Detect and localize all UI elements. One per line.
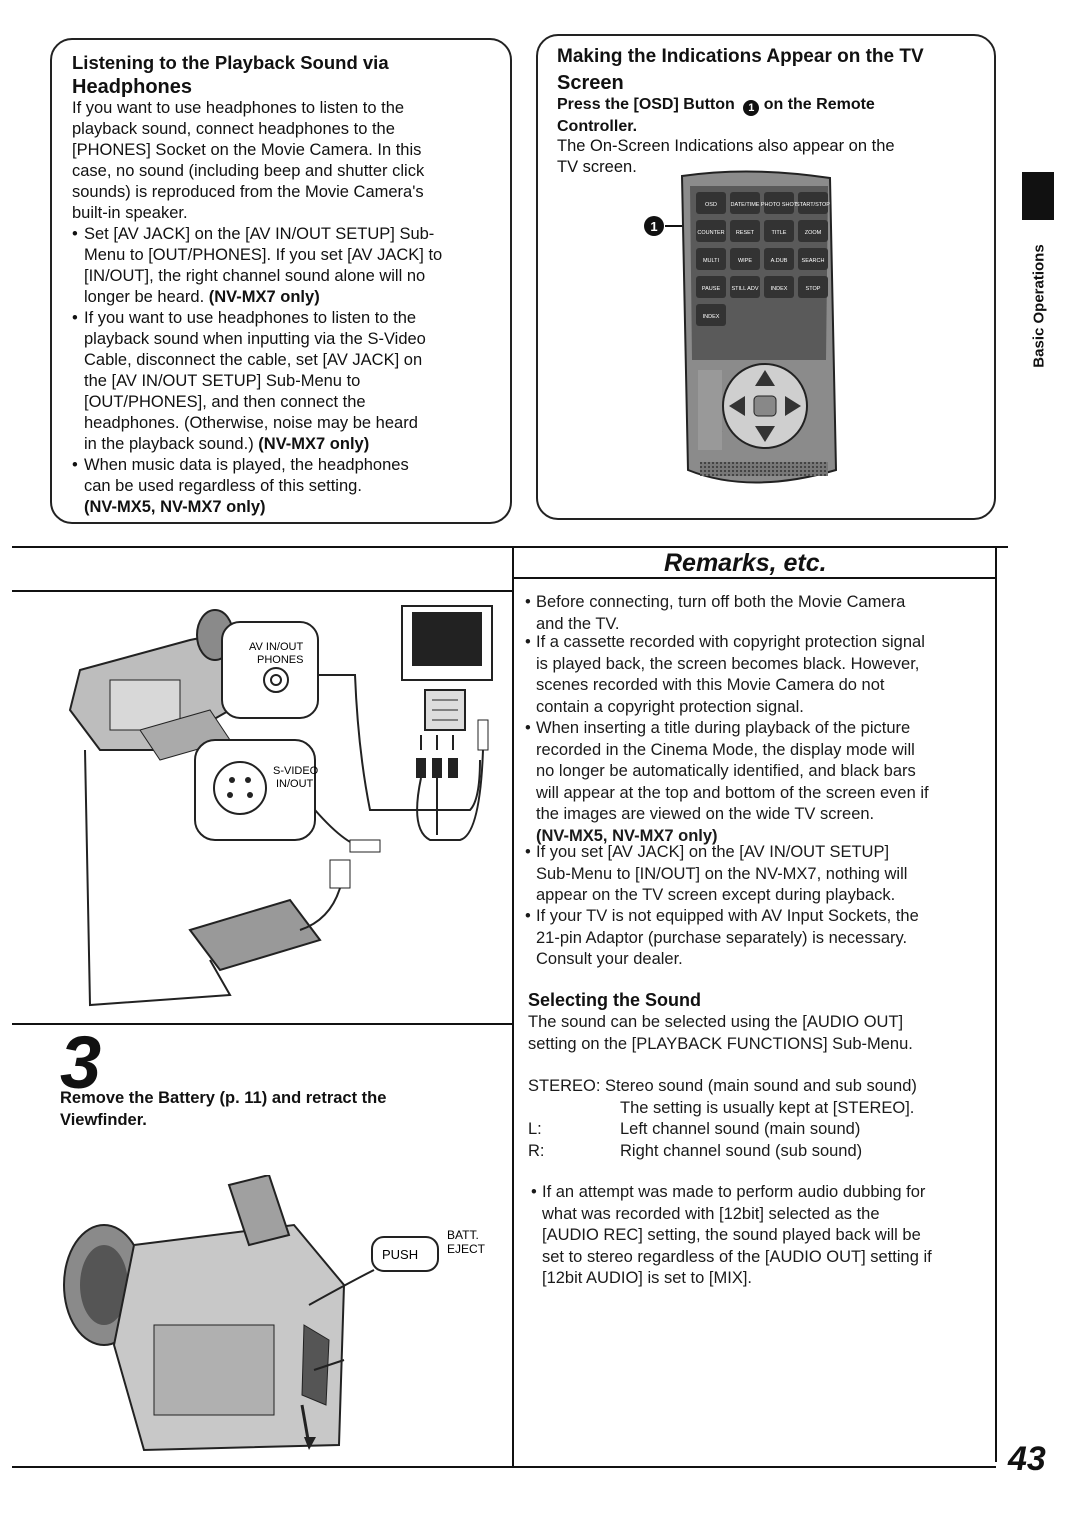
remote-key — [696, 276, 726, 298]
divider-bottom — [12, 1466, 996, 1468]
remote-key — [798, 220, 828, 242]
remote-key — [696, 220, 726, 242]
headphones-bullet-2: • If you want to use headphones to liste… — [72, 309, 426, 453]
section-side-label: Basic Operations — [1030, 244, 1048, 368]
remote-key — [798, 192, 828, 214]
remote-key-label: WIPE — [738, 258, 752, 264]
remark-6: •If an attempt was made to perform audio… — [531, 1183, 932, 1287]
selecting-sound-title: Selecting the Sound — [528, 990, 702, 1010]
battery-removal-illustration: PUSH BATT. EJECT — [63, 1175, 486, 1452]
remote-key-label: OSD — [705, 202, 717, 208]
remote-key — [798, 248, 828, 270]
divider-right — [995, 546, 997, 1462]
remote-key — [730, 276, 760, 298]
remark-3: •When inserting a title during playback … — [525, 719, 929, 845]
av-label-1: AV IN/OUT — [249, 641, 303, 653]
remote-key-label: COUNTER — [697, 230, 724, 236]
divider-step — [12, 1023, 512, 1025]
s-video-callout — [194, 739, 316, 841]
osd-section — [536, 34, 996, 520]
remote-key-label: DATE/TIME — [731, 202, 760, 208]
remote-key-label: PAUSE — [702, 286, 721, 292]
remote-key — [730, 192, 760, 214]
remote-key — [696, 304, 726, 326]
sv-label-1: S-VIDEO — [273, 765, 319, 777]
remote-key — [798, 276, 828, 298]
headphones-bullet-1: • Set [AV JACK] on the [AV IN/OUT SETUP]… — [72, 225, 443, 306]
headphones-title-2: Headphones — [72, 76, 193, 98]
remote-key — [764, 220, 794, 242]
remote-key-label: PHOTO SHOT — [761, 202, 798, 208]
remarks-underline — [512, 577, 996, 579]
av-label-2: PHONES — [257, 654, 303, 666]
osd-title-2: Screen — [557, 72, 624, 94]
remote-key-label: MULTI — [703, 258, 720, 264]
remote-key-label: RESET — [736, 230, 755, 236]
step-number: 3 — [60, 1021, 102, 1104]
remote-key — [730, 248, 760, 270]
push-button-callout — [371, 1236, 439, 1272]
divider-top — [12, 546, 1008, 548]
svg-text:1: 1 — [650, 219, 657, 234]
remote-key — [696, 248, 726, 270]
s-video-socket-icon — [213, 761, 267, 815]
audio-out-options: STEREO: Stereo sound (main sound and sub… — [528, 1077, 917, 1160]
remote-key-label: INDEX — [703, 314, 720, 320]
remote-key-label: A.DUB — [771, 258, 788, 264]
step-marker-icon: 1 — [743, 100, 760, 116]
eject-label: EJECT — [447, 1242, 486, 1256]
sv-label-2: IN/OUT — [276, 778, 314, 790]
ac-adaptor-illustration — [188, 898, 322, 972]
headphones-section — [50, 38, 512, 524]
page-number: 43 — [1008, 1440, 1046, 1478]
connection-diagram: AV IN/OUT PHONES S-VIDEO IN/OUT — [68, 605, 493, 1007]
remote-key-label: INDEX — [771, 286, 788, 292]
remote-key — [764, 276, 794, 298]
headphones-bullet-3: • When music data is played, the headpho… — [72, 456, 409, 516]
remote-key-label: STILL ADV — [731, 286, 758, 292]
remote-key-label: START/STOP — [796, 202, 830, 208]
remote-key — [764, 248, 794, 270]
osd-title: Making the Indications Appear on the TV — [557, 46, 924, 67]
remote-key-label: ZOOM — [805, 230, 822, 236]
remote-key — [764, 192, 794, 214]
callout-marker-icon — [644, 216, 664, 236]
push-label: PUSH — [382, 1247, 418, 1262]
remote-key — [696, 192, 726, 214]
batt-label: BATT. — [447, 1228, 479, 1242]
section-tab-marker — [1022, 172, 1054, 220]
selecting-sound-body: The sound can be selected using the [AUD… — [528, 1013, 913, 1053]
remark-1: •Before connecting, turn off both the Mo… — [525, 593, 906, 633]
remark-4: •If you set [AV JACK] on the [AV IN/OUT … — [525, 843, 908, 904]
divider-vertical — [512, 546, 514, 1466]
av-cable — [318, 674, 481, 811]
divider-left — [12, 590, 512, 592]
step-instruction: Remove the Battery (p. 11) and retract t… — [60, 1089, 387, 1129]
remote-key-label: TITLE — [772, 230, 787, 236]
viewfinder-illustration — [227, 1175, 291, 1247]
remote-key-label: STOP — [806, 286, 821, 292]
remote-key — [730, 220, 760, 242]
headphones-title: Listening to the Playback Sound via — [72, 52, 389, 73]
remarks-title: Remarks, etc. — [664, 549, 827, 577]
osd-instruction: Press the [OSD] Button 1 on the Remote C… — [557, 96, 875, 135]
remote-key-label: SEARCH — [802, 258, 825, 264]
headphones-intro: If you want to use headphones to listen … — [72, 99, 425, 222]
remark-5: •If your TV is not equipped with AV Inpu… — [525, 907, 919, 968]
remark-2: •If a cassette recorded with copyright p… — [525, 633, 925, 716]
osd-body: The On-Screen Indications also appear on… — [557, 137, 895, 176]
